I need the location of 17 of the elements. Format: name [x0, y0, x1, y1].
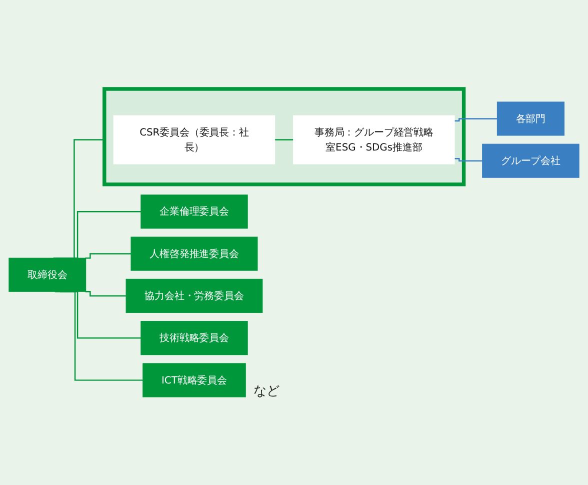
node-box: 人権啓発推進委員会 — [130, 236, 258, 270]
connector — [85, 290, 126, 296]
note-text: など — [254, 383, 280, 400]
node-box: 協力会社・労務委員会 — [126, 278, 263, 313]
node-box: グループ会社 — [482, 143, 580, 178]
node-box: 企業倫理委員会 — [140, 194, 248, 228]
node-box: 取締役会 — [8, 257, 86, 292]
node-box: 各部門 — [496, 101, 564, 136]
node-box: 技術戦略委員会 — [140, 320, 248, 355]
cluster — [102, 86, 466, 186]
connector — [274, 138, 294, 140]
node-box: CSR委員会（委員長：社長） — [113, 114, 276, 164]
node-box: 事務局：グループ経営戦略室ESG・SDGs推進部 — [293, 114, 455, 164]
connector — [454, 118, 498, 122]
node-box: ICT戦略委員会 — [142, 362, 246, 397]
connector — [454, 158, 482, 162]
connector — [85, 252, 132, 258]
